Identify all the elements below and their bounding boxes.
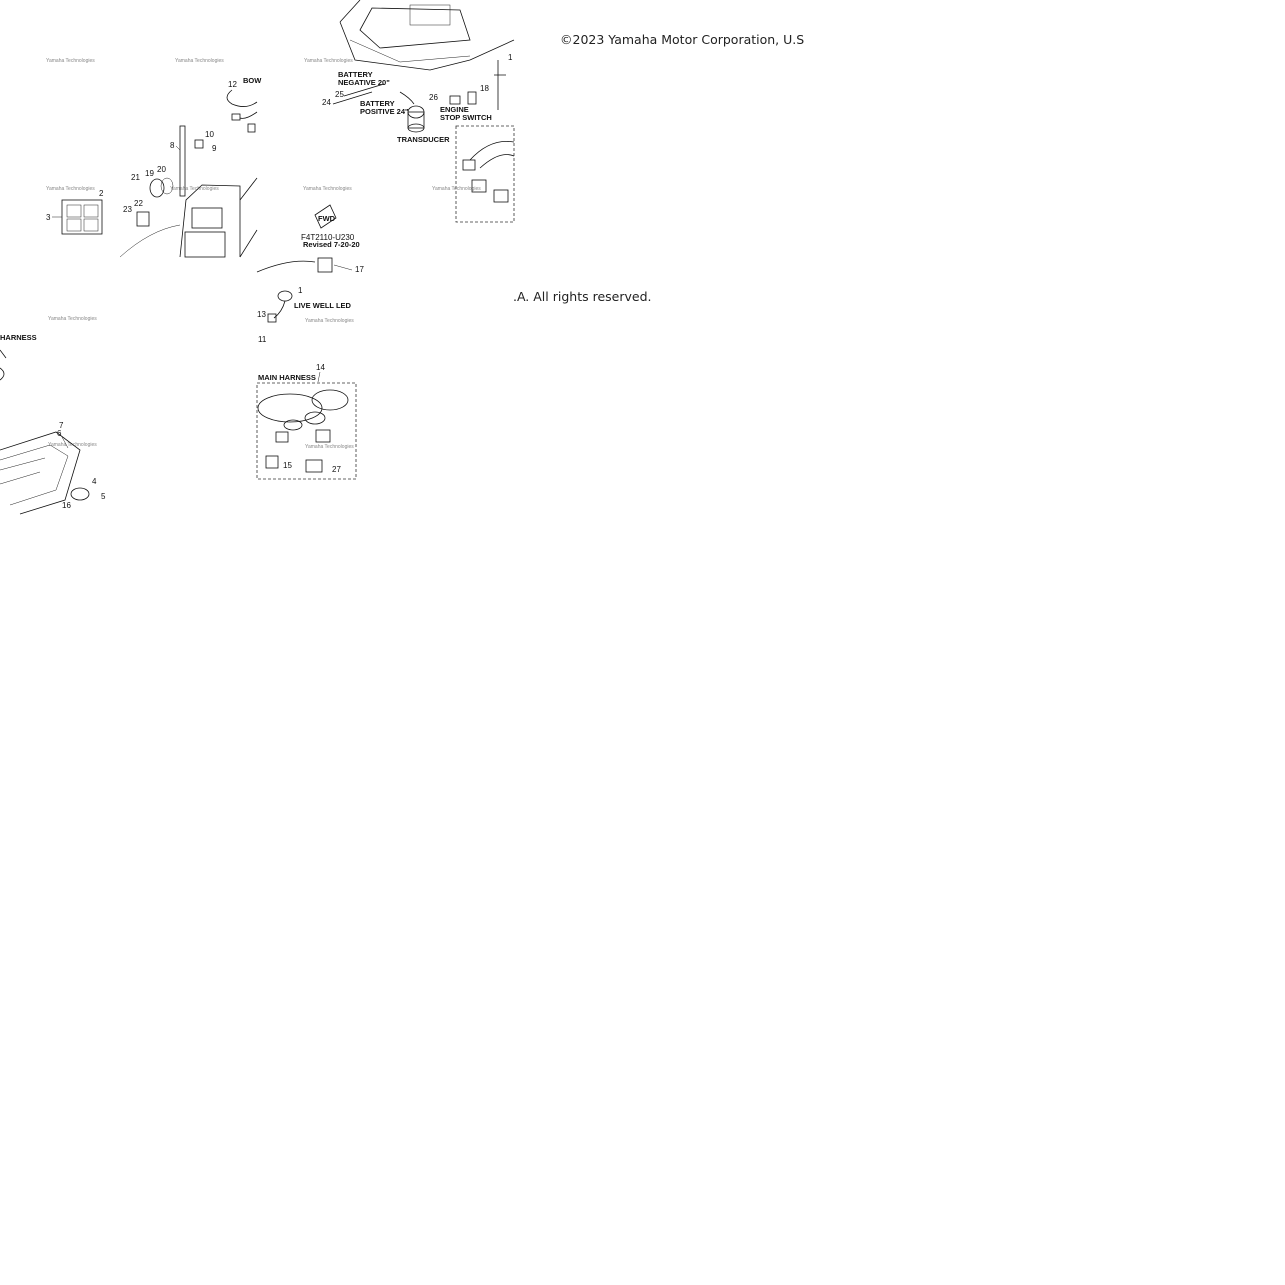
part-number-17: 17 <box>355 265 364 274</box>
label-battery-negative: BATTERY <box>338 70 373 79</box>
part-number-6: 6 <box>57 429 62 438</box>
watermark: Yamaha Technologies <box>46 186 95 192</box>
watermark: Yamaha Technologies <box>48 316 97 322</box>
part-number-2: 2 <box>99 189 104 198</box>
pole-clip <box>194 139 204 149</box>
light-pole <box>179 125 186 197</box>
fwd-arrow <box>314 204 337 229</box>
label-live-well-led: LIVE WELL LED <box>294 301 352 310</box>
engine-stop-switch <box>449 95 461 105</box>
revision-label: Revised 7-20-20 <box>303 240 360 249</box>
watermark: Yamaha Technologies <box>305 444 354 450</box>
gauge <box>149 178 165 198</box>
console-door <box>184 231 226 258</box>
part-number-18: 18 <box>480 84 489 93</box>
part-number-1: 1 <box>298 286 303 295</box>
live-well-led <box>277 290 293 302</box>
label-engine-stop: STOP SWITCH <box>440 113 492 122</box>
fwd-label: FWD <box>318 214 336 223</box>
part-number-5: 5 <box>101 492 106 501</box>
part-number-7: 7 <box>59 421 64 430</box>
copyright-line-1: ©2023 Yamaha Motor Corporation, U.S <box>560 32 805 47</box>
label-battery-positive: POSITIVE 24" <box>360 107 409 116</box>
tile-top-left: Yamaha Technologies Yamaha Technologies … <box>46 58 262 258</box>
console-window <box>191 207 223 229</box>
part-number-25: 25 <box>335 90 344 99</box>
label-engine-stop: ENGINE <box>440 105 469 114</box>
watermark: Yamaha Technologies <box>305 318 354 324</box>
battery-cable <box>332 91 373 105</box>
console <box>179 184 241 258</box>
live-well-switch <box>317 257 333 273</box>
copyright-line-2: .A. All rights reserved. <box>513 289 652 304</box>
part-number-16: 16 <box>62 501 71 510</box>
part-number-24: 24 <box>322 98 331 107</box>
hull-deck <box>359 7 471 49</box>
part-number-8: 8 <box>170 141 175 150</box>
part-number-3: 3 <box>46 213 51 222</box>
hull-bow <box>0 431 81 515</box>
part-number-19: 19 <box>145 169 154 178</box>
harness-loop <box>469 141 515 169</box>
switch-module <box>136 211 150 227</box>
watermark: Yamaha Technologies <box>432 186 481 192</box>
part-number-23: 23 <box>123 205 132 214</box>
label-bow: BOW <box>243 76 262 85</box>
harness-loop <box>257 393 323 423</box>
harness-loop <box>311 389 349 411</box>
part-number-13: 13 <box>257 310 266 319</box>
nav-light <box>70 487 90 501</box>
gauge-bezel <box>160 177 174 195</box>
harness-box <box>455 125 515 223</box>
transducer-wire <box>399 91 415 105</box>
label-battery-positive: BATTERY <box>360 99 395 108</box>
main-harness-box <box>256 382 357 480</box>
part-number-partial: 1 <box>508 53 513 62</box>
part-number-14: 14 <box>316 363 325 372</box>
bow-wire <box>239 111 258 119</box>
led-wire <box>273 300 286 319</box>
watermark: Yamaha Technologies <box>170 186 219 192</box>
part-number-22: 22 <box>134 199 143 208</box>
harness-wire <box>0 349 7 381</box>
console-edge <box>239 177 258 258</box>
bow-wire <box>226 89 258 107</box>
part-number-9: 9 <box>212 144 217 153</box>
tile-top-right: Yamaha Technologies Yamaha Technologies … <box>301 0 515 249</box>
label-transducer: TRANSDUCER <box>397 135 450 144</box>
watermark: Yamaha Technologies <box>46 58 95 64</box>
part-number-21: 21 <box>131 173 140 182</box>
part-number-20: 20 <box>157 165 166 174</box>
bow-connector <box>231 113 241 121</box>
watermark: Yamaha Technologies <box>303 186 352 192</box>
watermark: Yamaha Technologies <box>48 442 97 448</box>
wire <box>119 224 181 258</box>
relay <box>265 455 279 469</box>
bow-connector <box>247 123 256 133</box>
part-number-26: 26 <box>429 93 438 102</box>
label-battery-negative: NEGATIVE 20" <box>338 78 390 87</box>
part-number-15: 15 <box>283 461 292 470</box>
watermark: Yamaha Technologies <box>175 58 224 64</box>
hull <box>339 0 515 71</box>
tile-bottom-left: Yamaha Technologies Yamaha Technologies … <box>0 316 106 515</box>
drawing-number: F4T2110-U230 <box>301 233 355 242</box>
part-number-4: 4 <box>92 477 97 486</box>
part-number-10: 10 <box>205 130 214 139</box>
battery-cable <box>343 83 385 97</box>
label-harness: HARNESS <box>0 333 37 342</box>
connector <box>494 60 506 110</box>
hull-edge <box>256 260 316 273</box>
watermark: Yamaha Technologies <box>304 58 353 64</box>
part-number-12: 12 <box>228 80 237 89</box>
part-number-11: 11 <box>258 335 267 344</box>
label-main-harness: MAIN HARNESS <box>258 373 316 382</box>
tile-bottom-right: 17 1 LIVE WELL LED 13 Yamaha Technologie… <box>256 257 364 480</box>
part-number-27: 27 <box>332 465 341 474</box>
